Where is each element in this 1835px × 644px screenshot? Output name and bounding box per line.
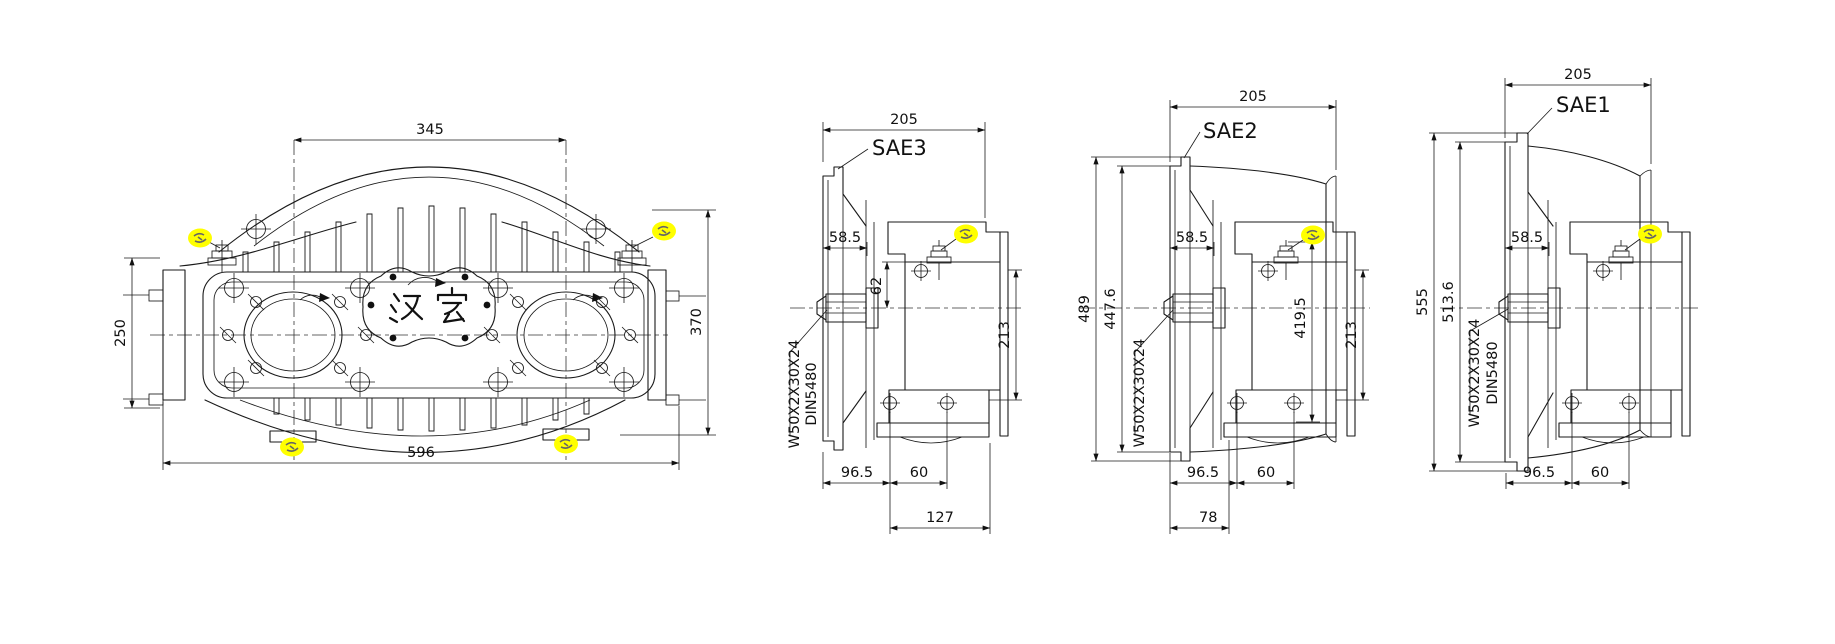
sae1-spline-standard: DIN5480: [1485, 341, 1501, 404]
housing-bottom-inner: [239, 399, 591, 437]
dim-250: 250: [113, 319, 129, 347]
dim-596: 596: [407, 445, 435, 461]
sae2-dim-213: 213: [1344, 321, 1360, 349]
sae2-dim-96-5: 96.5: [1187, 465, 1219, 481]
sae3-dimensions: 205 SAE3 58.5 62 213 W50X2X30X24 DIN5480…: [787, 112, 1022, 534]
sae1-dim-58-5: 58.5: [1511, 230, 1543, 246]
highlight-marker: [553, 433, 579, 455]
sae3-dim-127: 127: [926, 510, 954, 526]
front-view: 汉宏 345 596 250 370: [113, 122, 716, 470]
sae2-dim-205: 205: [1239, 89, 1267, 105]
brand-logo-strokes: [388, 286, 468, 324]
highlight-marker: [1300, 224, 1326, 246]
front-dimensions: 345 596 250 370: [113, 122, 716, 470]
sae1-dimensions: 205 SAE1 555 513.6 58.5 W50X2X30X24 DIN5…: [1415, 67, 1652, 489]
sae1-dim-96-5: 96.5: [1523, 465, 1555, 481]
housing-bottom-outer: [204, 399, 626, 454]
highlight-marker: [187, 227, 213, 249]
bore-left: [243, 291, 343, 379]
sae2-view: 205 SAE2 489 447.6 58.5 W50X2X30X24 419.…: [1077, 89, 1370, 534]
sae2-dim-489: 489: [1077, 295, 1093, 323]
sae3-dim-60: 60: [910, 465, 928, 481]
sae2-dimensions: 205 SAE2 489 447.6 58.5 W50X2X30X24 419.…: [1077, 89, 1369, 534]
sae2-dim-58-5: 58.5: [1176, 230, 1208, 246]
highlight-marker: [651, 220, 677, 242]
cooling-fins-bottom: [273, 397, 590, 432]
dim-370: 370: [689, 308, 705, 336]
sae2-dim-447-6: 447.6: [1103, 288, 1119, 330]
sae3-flange: [822, 166, 867, 451]
housing-dome-outer: [218, 166, 640, 253]
sae2-dim-78: 78: [1199, 510, 1217, 526]
highlight-marker: [279, 436, 305, 458]
sae2-dim-419-5: 419.5: [1293, 297, 1309, 339]
sae1-flange: [1504, 132, 1652, 472]
sae1-label: SAE1: [1556, 93, 1611, 117]
top-bolt-right: [617, 240, 647, 272]
sae1-spline-spec: W50X2X30X24: [1467, 319, 1483, 428]
top-bolt-left: [207, 240, 237, 272]
sae1-dim-555: 555: [1415, 288, 1431, 316]
sae2-spline-spec: W50X2X30X24: [1132, 339, 1148, 448]
sae3-spline-spec: W50X2X30X24: [787, 340, 803, 449]
sae3-dim-205: 205: [890, 112, 918, 128]
highlight-marker: [953, 223, 979, 245]
sae3-dim-213: 213: [997, 321, 1013, 349]
sae1-view: 205 SAE1 555 513.6 58.5 W50X2X30X24 DIN5…: [1415, 67, 1700, 489]
side-plate-right: [647, 269, 667, 401]
sae1-dim-60: 60: [1591, 465, 1609, 481]
cooling-fins-top: [242, 205, 621, 273]
sae3-dim-58-5: 58.5: [829, 230, 861, 246]
sae2-flange: [1169, 156, 1337, 462]
sae3-label: SAE3: [872, 136, 927, 160]
side-plate-left: [162, 269, 186, 401]
housing-dome-inner: [253, 176, 605, 247]
sae3-spline-standard: DIN5480: [804, 362, 820, 425]
sae3-dim-96-5: 96.5: [841, 465, 873, 481]
dim-345: 345: [416, 122, 444, 138]
sae2-label: SAE2: [1203, 119, 1258, 143]
highlight-marker: [1637, 223, 1663, 245]
sae1-dim-205: 205: [1564, 67, 1592, 83]
logo-cover: 汉宏: [362, 267, 496, 347]
sae2-dim-60: 60: [1257, 465, 1275, 481]
sae3-view: 205 SAE3 58.5 62 213 W50X2X30X24 DIN5480…: [787, 112, 1022, 534]
sae3-dim-62: 62: [869, 277, 885, 295]
sae1-dim-513-6: 513.6: [1441, 281, 1457, 323]
